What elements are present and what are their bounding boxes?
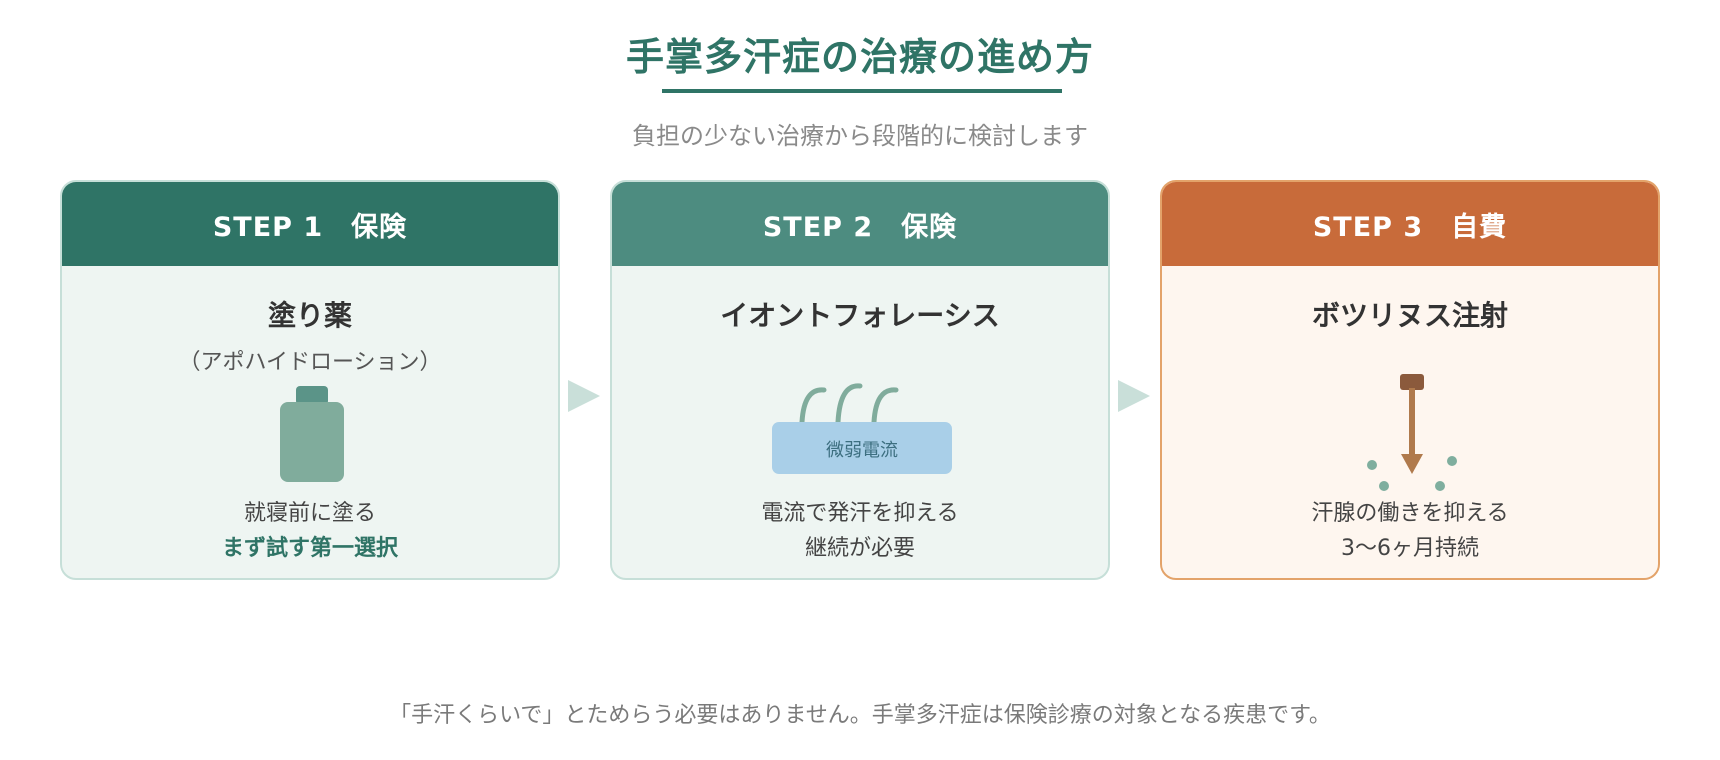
page-title: 手掌多汗症の治療の進め方 (625, 35, 1094, 79)
step-3-desc-line-2: 3〜6ヶ月持続 (1341, 536, 1479, 561)
step-2-title: イオントフォレーシス (720, 299, 1000, 332)
step-1-title: 塗り薬 (267, 299, 352, 332)
step-1-desc-line-2: まず試す第一選択 (221, 536, 398, 561)
arrow-right-icon (1118, 380, 1150, 412)
injection-icon (1367, 374, 1457, 491)
step-2-description: 電流で発汗を抑える 継続が必要 (612, 496, 1108, 566)
step-2-desc-line-2: 継続が必要 (804, 536, 915, 561)
step-1-desc-line-1: 就寝前に塗る (243, 501, 376, 526)
title-underline (662, 89, 1062, 93)
current-device-icon: 微弱電流 (772, 383, 952, 474)
page-subtitle: 負担の少ない治療から段階的に検討します (632, 122, 1088, 150)
step-1-subtitle: （アポハイドローション） (178, 350, 442, 375)
device-label: 微弱電流 (826, 440, 898, 461)
step-3-title: ボツリヌス注射 (1311, 299, 1508, 332)
bottle-icon (280, 386, 344, 482)
footer-note: 「手汗くらいで」とためらう必要はありません。手掌多汗症は保険診療の対象となる疾患… (389, 703, 1331, 728)
step-3-header: STEP 3 自費 (1162, 182, 1658, 266)
arrow-right-icon (568, 380, 600, 412)
step-1-description: 就寝前に塗る まず試す第一選択 (62, 496, 558, 566)
step-1-card: STEP 1 保険 塗り薬 （アポハイドローション） 就寝前に塗る まず試す第一… (60, 180, 560, 580)
step-2-desc-line-1: 電流で発汗を抑える (761, 501, 959, 526)
step-2-header: STEP 2 保険 (612, 182, 1108, 266)
step-3-desc-line-1: 汗腺の働きを抑える (1311, 501, 1509, 526)
step-3-description: 汗腺の働きを抑える 3〜6ヶ月持続 (1162, 496, 1658, 566)
step-2-card: STEP 2 保険 イオントフォレーシス 微弱電流 電流で発汗を抑える 継続が必… (610, 180, 1110, 580)
step-3-card: STEP 3 自費 ボツリヌス注射 汗腺の働きを抑える 3〜6ヶ月持続 (1160, 180, 1660, 580)
step-1-header: STEP 1 保険 (62, 182, 558, 266)
